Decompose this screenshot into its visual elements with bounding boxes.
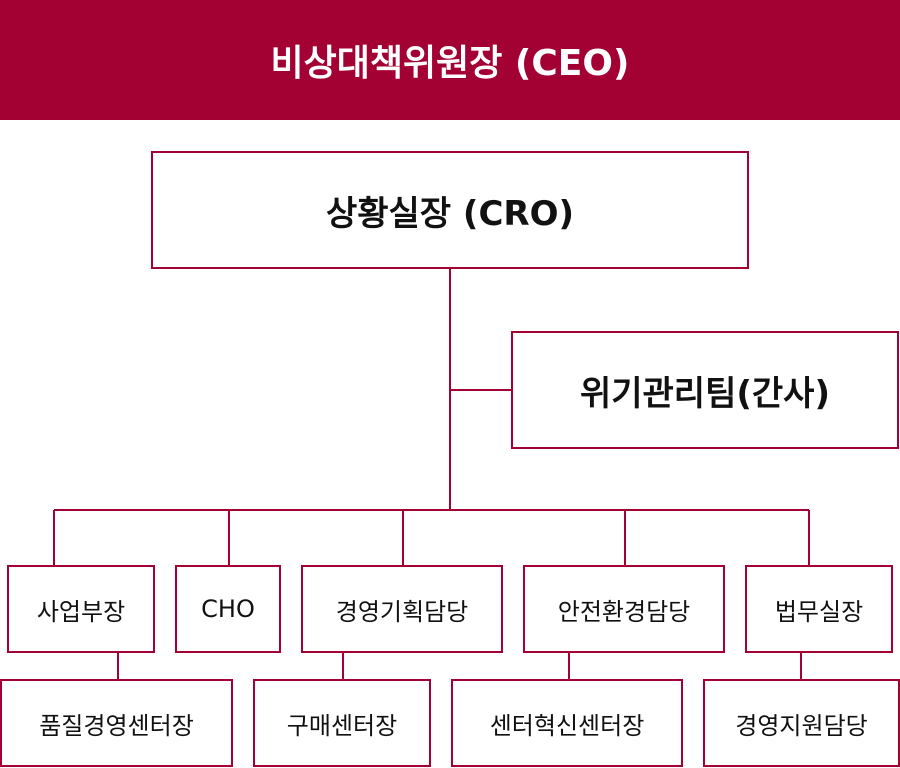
unit-box: 경영기획담당	[301, 565, 503, 653]
unit-box: 안전환경담당	[523, 565, 725, 653]
sub-unit-box: 품질경영센터장	[0, 679, 233, 767]
unit-box: 법무실장	[745, 565, 893, 653]
unit-box: 사업부장	[7, 565, 155, 653]
cro-box: 상황실장 (CRO)	[151, 151, 749, 269]
sub-unit-box: 경영지원담당	[703, 679, 900, 767]
sub-unit-box: 센터혁신센터장	[451, 679, 683, 767]
unit-box: CHO	[175, 565, 281, 653]
crisis-team-box: 위기관리팀(간사)	[511, 331, 899, 449]
ceo-header: 비상대책위원장 (CEO)	[0, 0, 900, 120]
sub-unit-box: 구매센터장	[253, 679, 431, 767]
